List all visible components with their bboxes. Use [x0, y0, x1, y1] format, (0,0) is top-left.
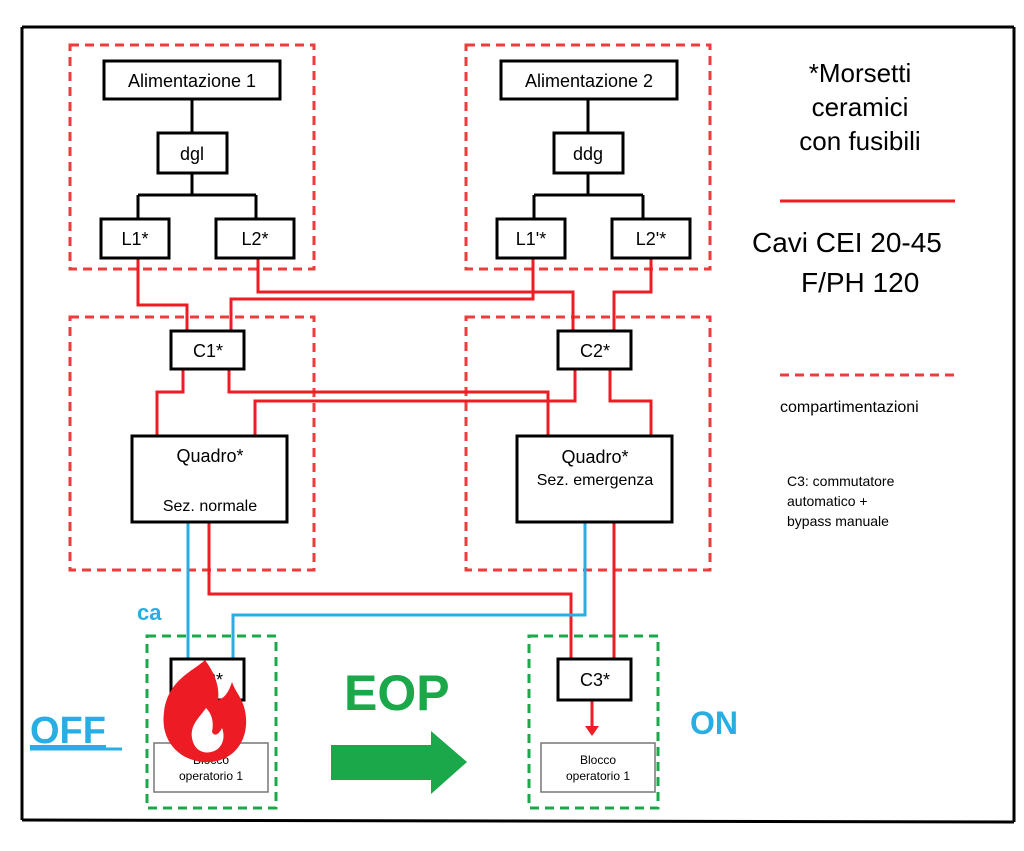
- quadro-emergency-subtitle: Sez. emergenza: [537, 472, 654, 489]
- supply-2-label: Alimentazione 2: [525, 71, 653, 91]
- quadro-normal-box: [130, 434, 289, 524]
- supply-2-box: [499, 59, 679, 101]
- quadro-normal-title: Quadro*: [176, 446, 243, 466]
- c2-label: C2*: [580, 341, 610, 361]
- c1-label: C1*: [193, 341, 223, 361]
- fire-icon: [163, 660, 247, 763]
- l1-left-label: L1*: [121, 229, 148, 249]
- arrow-down-icon: [585, 726, 599, 736]
- l1-right-box: [495, 217, 567, 260]
- quadro-emergency-box: [515, 434, 674, 524]
- dgl-label: dgl: [180, 144, 204, 164]
- transfer-arrow-icon: [331, 731, 467, 794]
- compartment-or-on: [527, 634, 660, 810]
- blocco-left-line2: operatorio 1: [179, 769, 243, 783]
- blocco-right-line2: operatorio 1: [566, 769, 630, 783]
- legend-cavi-line1: Cavi CEI 20-45: [752, 227, 942, 258]
- legend-morsetti-line3: con fusibili: [799, 126, 920, 156]
- l2-right-label: L2'*: [636, 229, 666, 249]
- c1-box: [169, 329, 246, 371]
- compartment-supply-1: [68, 43, 316, 271]
- supply-1-label: Alimentazione 1: [128, 71, 256, 91]
- compartment-panel-emergency: [464, 315, 712, 572]
- quadro-normal-subtitle: Sez. normale: [163, 498, 257, 515]
- compartment-panel-normal: [68, 315, 316, 572]
- ddg-box: [552, 131, 625, 175]
- legend-cavi-line2: F/PH 120: [801, 267, 919, 298]
- compartment-or-off: [145, 634, 278, 810]
- legend-morsetti-line1: *Morsetti: [809, 58, 912, 88]
- ca-label: ca: [137, 600, 162, 625]
- legend-c3-note-line3: bypass manuale: [787, 513, 889, 529]
- c3-right-label: C3*: [580, 670, 610, 690]
- blocco-right-line1: Blocco: [580, 753, 616, 767]
- legend-compartimentazioni: compartimentazioni: [780, 399, 919, 416]
- blocco-right-box: [540, 742, 656, 793]
- legend-morsetti-line2: ceramici: [812, 92, 909, 122]
- l2-right-box: [610, 217, 692, 260]
- legend-c3-note-line1: C3: commutatore: [787, 473, 895, 489]
- supply-1-box: [102, 59, 282, 101]
- l2-left-box: [214, 217, 296, 260]
- quadro-emergency-title: Quadro*: [561, 447, 628, 467]
- legend-c3-note-line2: automatico +: [787, 493, 868, 509]
- ddg-label: ddg: [573, 144, 603, 164]
- l1-right-label: L1'*: [516, 229, 546, 249]
- dgl-box: [156, 131, 229, 175]
- c3-right-box: [556, 657, 633, 702]
- frame-bottom: [21, 818, 1015, 824]
- c2-box: [556, 329, 633, 371]
- on-label: ON: [690, 705, 738, 741]
- off-label: OFF: [30, 710, 106, 752]
- eop-label: EOP: [344, 665, 450, 721]
- l2-left-label: L2*: [241, 229, 268, 249]
- compartment-supply-2: [464, 43, 712, 271]
- l1-left-box: [99, 217, 171, 260]
